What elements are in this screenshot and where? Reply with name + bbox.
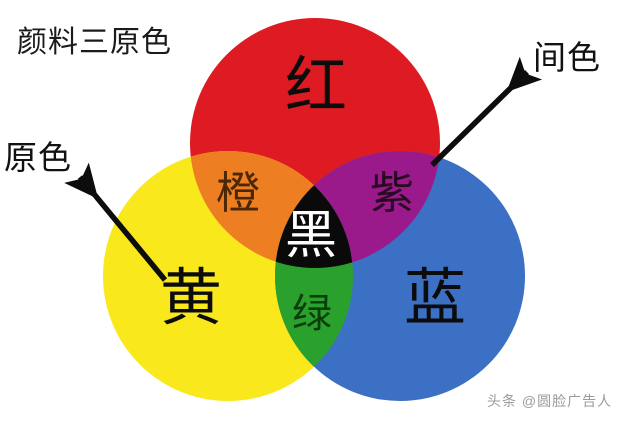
label-blue-circle: 蓝 (404, 264, 467, 333)
label-green-overlap: 绿 (292, 292, 332, 336)
diagram-title: 颜料三原色 (17, 26, 172, 59)
label-black-center: 黑 (285, 207, 338, 265)
label-purple-overlap: 紫 (370, 169, 414, 218)
overlap-orange (190, 151, 353, 268)
watermark-text: 头条 @圆脸广告人 (487, 393, 613, 409)
label-orange-overlap: 橙 (216, 169, 260, 218)
label-red-circle: 红 (285, 52, 348, 121)
arrow-secondary (430, 56, 543, 167)
label-yellow-circle: 黄 (160, 264, 223, 333)
overlap-purple (275, 151, 440, 268)
arrow-primary (64, 162, 168, 282)
annotation-primary-colors: 原色 (4, 139, 72, 176)
annotation-secondary-colors: 间色 (533, 39, 601, 76)
